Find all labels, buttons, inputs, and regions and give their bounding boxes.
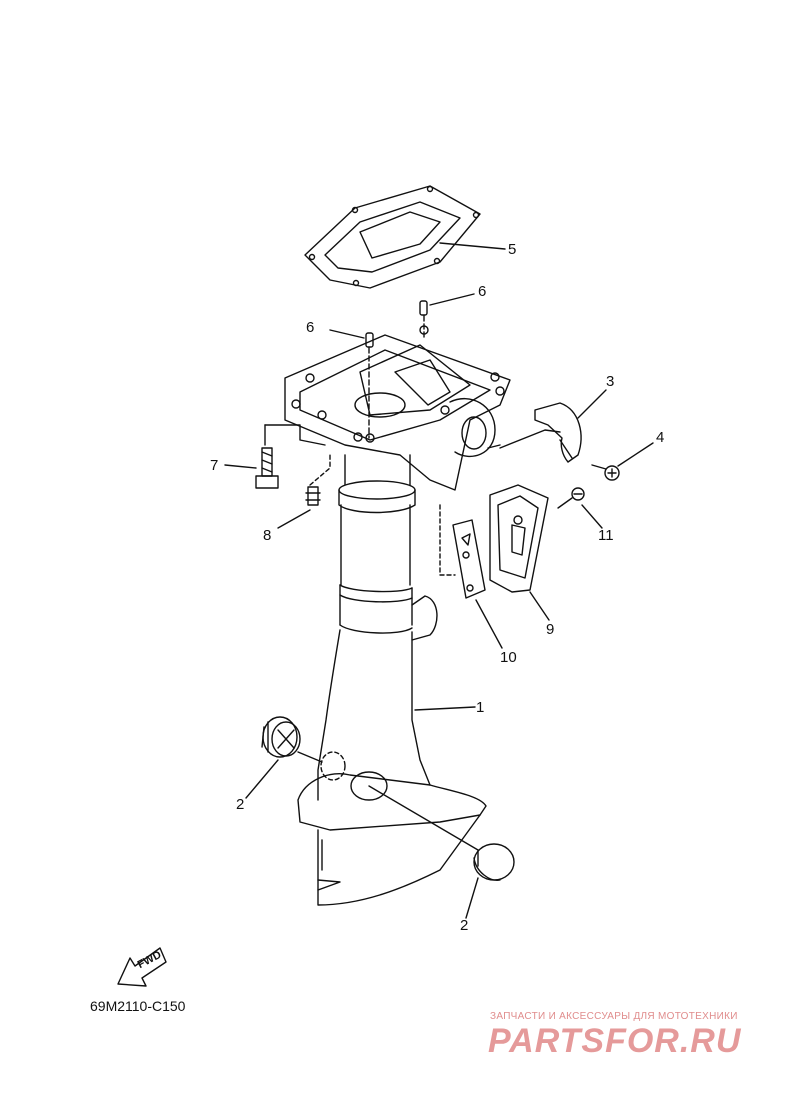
screw-part-11 [557,487,585,509]
bolt-part-7 [255,447,279,489]
fitting-part-8 [305,486,321,506]
clip-part-3 [534,402,582,463]
callout-9: 9 [546,621,555,638]
callout-7: 7 [210,457,219,474]
watermark-brand: PARTSFOR.RU [488,1022,742,1060]
callout-6-right: 6 [478,283,487,300]
callout-8: 8 [263,527,272,544]
callout-10: 10 [500,649,517,666]
cover-part-9 [489,484,549,593]
callout-4: 4 [656,429,665,446]
grommet-part-2a [261,716,301,758]
callout-1: 1 [476,699,485,716]
callout-2-right: 2 [460,917,469,934]
fwd-arrow-icon [117,947,167,987]
screw-part-4 [591,464,620,481]
callout-2-left: 2 [236,796,245,813]
drawing-code: 69M2110-C150 [90,998,186,1014]
callout-5: 5 [508,241,517,258]
callout-3: 3 [606,373,615,390]
watermark-tagline: ЗАПЧАСТИ И АКСЕССУАРЫ ДЛЯ МОТОТЕХНИКИ [490,1011,738,1022]
grommet-part-2b [473,843,515,881]
callout-11: 11 [598,527,614,544]
plate-part-10 [452,519,486,599]
gasket-part-5 [304,185,481,289]
callout-6-left: 6 [306,319,315,336]
dowel-pin-part-6b [419,300,428,316]
drive-shaft-housing-part-1 [297,454,487,906]
upper-casing-plate [284,325,561,491]
